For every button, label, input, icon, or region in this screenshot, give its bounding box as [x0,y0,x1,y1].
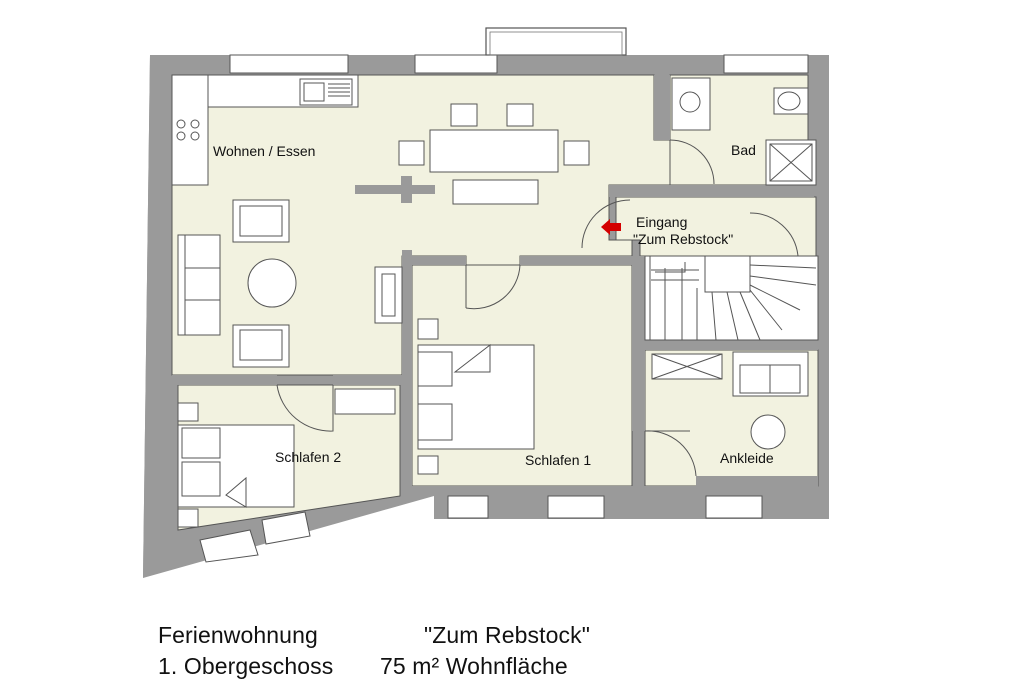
staircase [644,255,819,341]
room-label-bad: Bad [731,142,756,158]
bedroom2-furniture [177,388,396,528]
caption-line-2: 1. Obergeschoss 75 m² Wohnfläche [158,653,568,680]
entrance-arrow-icon [601,219,621,235]
bath-fixtures [671,77,817,186]
caption-title: Ferienwohnung [158,622,318,648]
caption-apartment-name: "Zum Rebstock" [424,622,590,648]
room-label-eingang-name: "Zum Rebstock" [633,231,733,247]
room-label-schlafen2: Schlafen 2 [275,449,341,465]
floor-plan: Wohnen / Essen Bad Eingang "Zum Rebstock… [143,27,829,578]
dressing-furniture [651,351,809,450]
living-furniture [177,199,403,368]
room-label-schlafen1: Schlafen 1 [525,452,591,468]
bedroom1-furniture [417,318,535,475]
room-label-eingang: Eingang [636,214,687,230]
dining-set [398,103,590,205]
caption-line-1: Ferienwohnung "Zum Rebstock" [158,622,590,649]
windows [199,54,809,563]
caption-area: 75 m² Wohnfläche [380,653,568,679]
column [355,176,435,203]
kitchen [171,74,359,186]
left-wedge-wall [143,55,172,578]
interior-walls [172,75,818,496]
room-label-wohnen: Wohnen / Essen [213,143,315,159]
room-label-ankleide: Ankleide [720,450,774,466]
doors [276,139,799,477]
caption-floor: 1. Obergeschoss [158,653,334,679]
balcony [485,27,627,56]
